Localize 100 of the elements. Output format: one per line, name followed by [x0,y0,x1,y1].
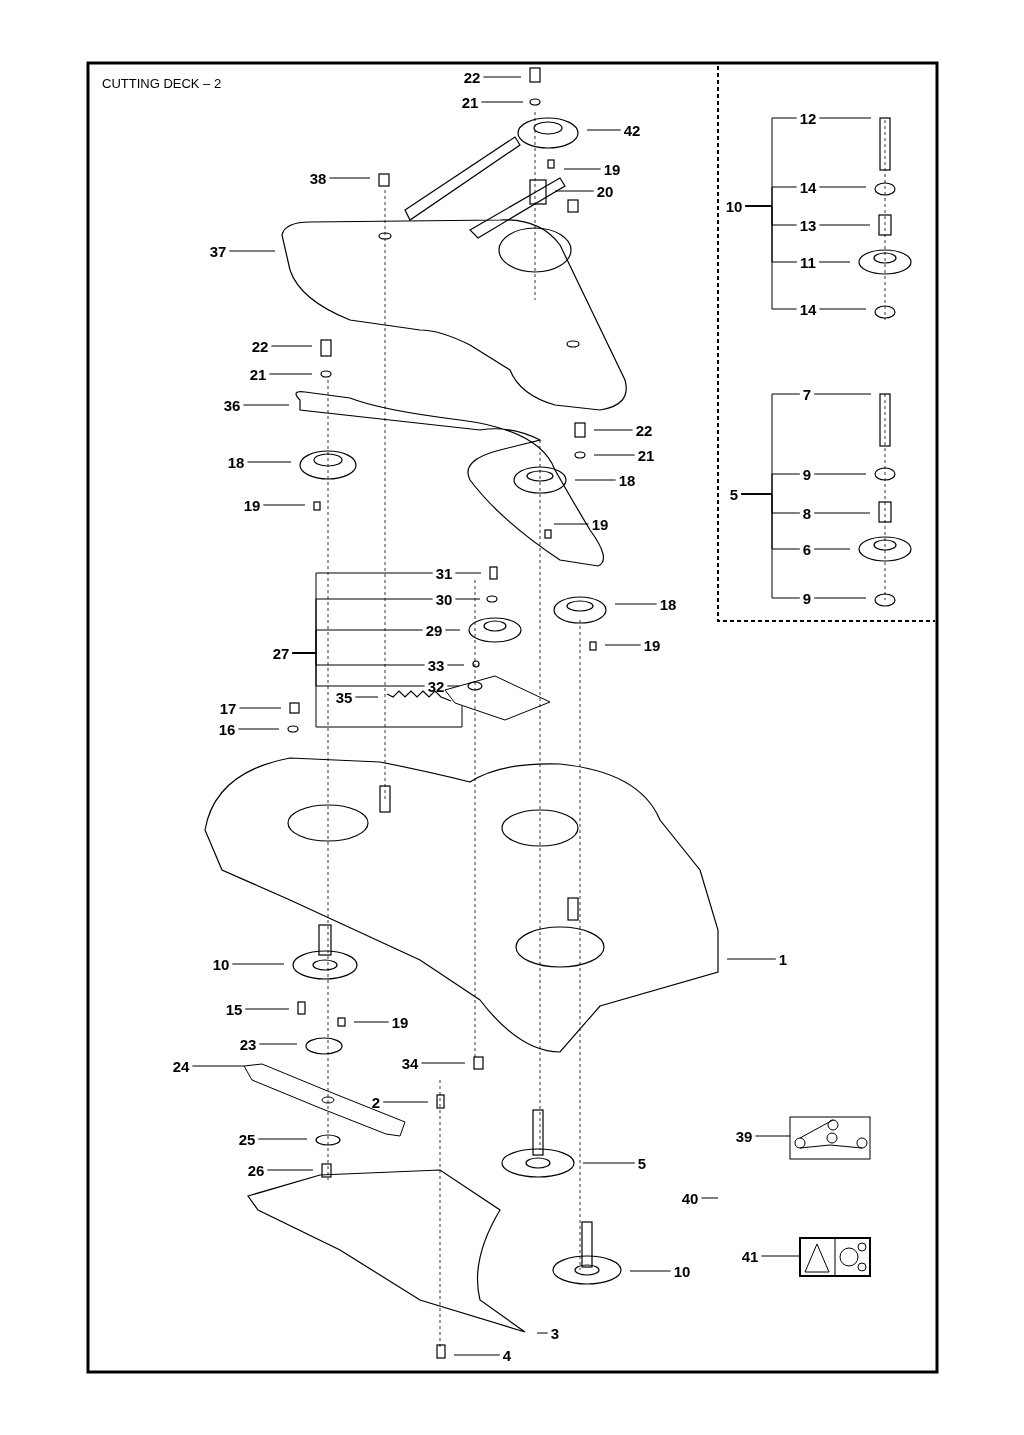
callout-number: 42 [623,122,641,138]
leader-line [554,190,595,192]
leader-line [244,1008,290,1010]
callout-number: 14 [799,301,817,317]
leader-line [813,512,871,514]
callout-number: 32 [427,678,445,694]
leader-line [818,186,867,188]
callout-number: 19 [591,516,609,532]
callout-number: 10 [212,956,230,972]
diagram-title: CUTTING DECK – 2 [102,76,222,91]
callout-number: 25 [238,1131,256,1147]
leader-line [270,345,313,347]
callout-number: 26 [247,1162,265,1178]
leader-line [586,129,622,131]
callout-number: 31 [435,565,453,581]
callout-number: 29 [425,622,443,638]
leader-line [268,373,313,375]
leader-line [258,1043,298,1045]
leader-line [614,603,658,605]
leader-line [328,177,371,179]
leader-line [818,224,871,226]
callout-number: 5 [637,1155,647,1171]
leader-line [353,1021,390,1023]
callout-number: 8 [802,505,812,521]
leader-line [629,1270,672,1272]
leader-line [754,1135,791,1137]
leader-line [237,728,280,730]
callout-number: 21 [249,366,267,382]
bracket-line [291,652,463,728]
leader-line [726,958,777,960]
callout-number: 4 [502,1347,512,1363]
callout-number: 37 [209,243,227,259]
leader-line [266,1169,314,1171]
leader-line [582,1162,636,1164]
callout-number: 22 [251,338,269,354]
callout-number: 9 [802,466,812,482]
callout-number: 16 [218,721,236,737]
callout-number: 38 [309,170,327,186]
leader-line [354,696,379,698]
leader-line [593,429,634,431]
leader-line [382,1101,429,1103]
leader-line [444,629,461,631]
leader-line [813,473,867,475]
callout-number: 15 [225,1001,243,1017]
callout-number: 40 [681,1190,699,1206]
callout-number: 7 [802,386,812,402]
leader-line [813,548,851,550]
leader-line [760,1255,801,1257]
callout-number: 5 [729,486,739,502]
leader-line [238,707,282,709]
leader-line [228,250,276,252]
callout-number: 1 [778,951,788,967]
callout-number: 34 [401,1055,419,1071]
callout-number: 41 [741,1248,759,1264]
leader-line [242,404,290,406]
leader-line [563,168,602,170]
leader-line [818,117,872,119]
leader-line [700,1197,719,1199]
callout-number: 14 [799,179,817,195]
leader-line [574,479,617,481]
callout-number: 19 [603,161,621,177]
leader-line [480,101,524,103]
leader-line [262,504,306,506]
callout-number: 27 [272,645,290,661]
callout-number: 10 [725,198,743,214]
leader-line [813,393,872,395]
leader-line [813,597,867,599]
callout-number: 23 [239,1036,257,1052]
callout-number: 11 [800,254,816,270]
callout-number: 22 [635,422,653,438]
callout-number: 3 [550,1325,560,1341]
leader-line [454,572,482,574]
callout-number: 33 [427,657,445,673]
callout-number: 6 [802,541,812,557]
callout-number: 19 [243,497,261,513]
leader-line [446,685,460,687]
callout-number: 19 [643,637,661,653]
leader-line [818,261,851,263]
leader-line [257,1138,308,1140]
belt-routing-decal-icon [789,1116,871,1160]
callout-number: 30 [435,591,453,607]
callout-number: 22 [463,69,481,85]
leader-line [453,1354,501,1356]
leader-line [553,523,590,525]
callout-number: 24 [172,1058,190,1074]
bracket-line [740,493,801,599]
leader-line [246,461,292,463]
bracket-line [744,205,798,310]
leader-line [420,1062,466,1064]
callout-number: 19 [391,1014,409,1030]
leader-line [536,1332,549,1334]
leader-line [818,308,867,310]
leader-line [482,76,522,78]
callout-number: 18 [659,596,677,612]
callout-number: 21 [461,94,479,110]
leader-line [231,963,285,965]
leader-line [604,644,642,646]
safety-warning-decal-icon [799,1237,871,1277]
callout-number: 18 [618,472,636,488]
callout-number: 12 [799,110,817,126]
